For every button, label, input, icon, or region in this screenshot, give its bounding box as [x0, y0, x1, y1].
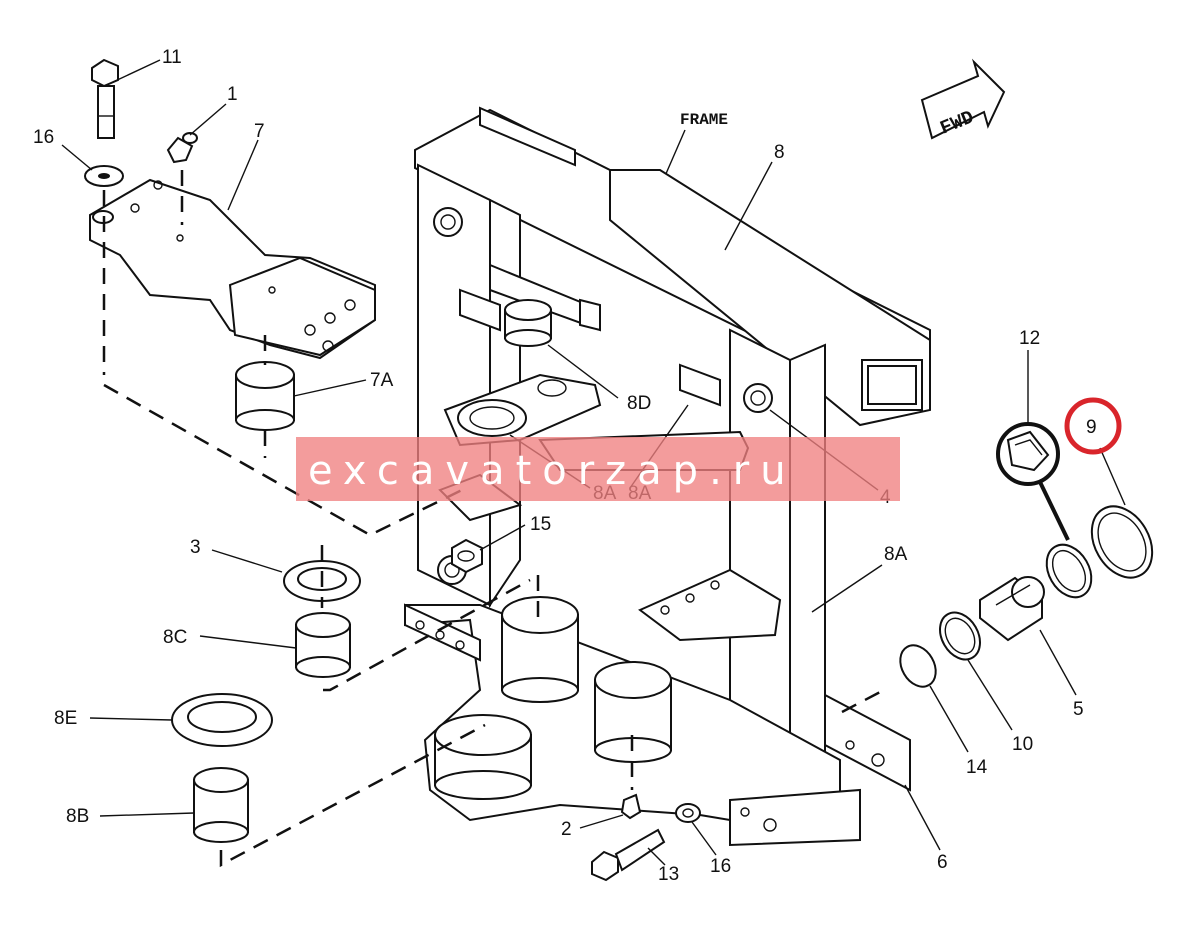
pin-5: [979, 576, 1045, 642]
ring-12: [1045, 543, 1093, 599]
callout-5: 5: [1073, 699, 1084, 720]
watermark-band: [296, 437, 900, 501]
callout-8c: 8C: [163, 627, 187, 648]
grease-fitting-1: [166, 132, 198, 164]
callout-9: 9: [1086, 417, 1097, 438]
seal-8e: [171, 693, 273, 747]
ring-9: [1090, 505, 1154, 579]
washer-16-top-hole: [98, 173, 110, 179]
bracket-7-path: [103, 383, 463, 537]
ring-10: [939, 611, 981, 661]
callout-14: 14: [966, 757, 988, 778]
washer-16-bottom: [675, 803, 701, 823]
callout-13: 13: [658, 864, 679, 885]
fwd-arrow: FWD: [920, 58, 1006, 140]
callout-11: 11: [162, 47, 182, 68]
callout-16: 16: [33, 127, 54, 148]
grease-fitting-2: [620, 793, 642, 820]
callout-12: 12: [1019, 328, 1040, 349]
bushing-8b: [193, 767, 249, 843]
bushing-8b-path: [219, 723, 486, 868]
frame-leader: [664, 129, 686, 177]
bolt-13: [591, 828, 666, 882]
callout-8e: 8E: [54, 708, 77, 729]
callout-8d: 8D: [627, 393, 651, 414]
callout-10: 10: [1012, 734, 1033, 755]
callout-8: 8: [774, 142, 785, 163]
bushing-8c-path: [323, 578, 531, 692]
callout-8b: 8B: [66, 806, 89, 827]
watermark-text: excavatorzap.ru: [308, 448, 797, 494]
bushing-8d: [504, 299, 552, 347]
ring-12-detail: [996, 422, 1060, 486]
callout-16: 16: [710, 856, 731, 877]
bushing-7a: [235, 361, 295, 431]
o-ring-14: [899, 644, 937, 688]
callout-7a: 7A: [370, 370, 394, 391]
highlight-circle-9: [1064, 397, 1122, 455]
callout-6: 6: [937, 852, 948, 873]
part-7-bracket: [89, 178, 376, 360]
callout-15: 15: [530, 514, 551, 535]
watermark: excavatorzap.ru: [296, 437, 900, 501]
callout-3: 3: [190, 537, 201, 558]
callout-2: 2: [561, 819, 572, 840]
nut-15: [451, 538, 483, 574]
bushing-8c: [295, 612, 351, 678]
callout-7: 7: [254, 121, 265, 142]
bolt-11: [91, 58, 119, 139]
callout-8a: 8A: [884, 544, 908, 565]
pin-path: [841, 688, 885, 714]
frame-label: FRAME: [680, 111, 728, 129]
callout-1: 1: [227, 84, 238, 105]
